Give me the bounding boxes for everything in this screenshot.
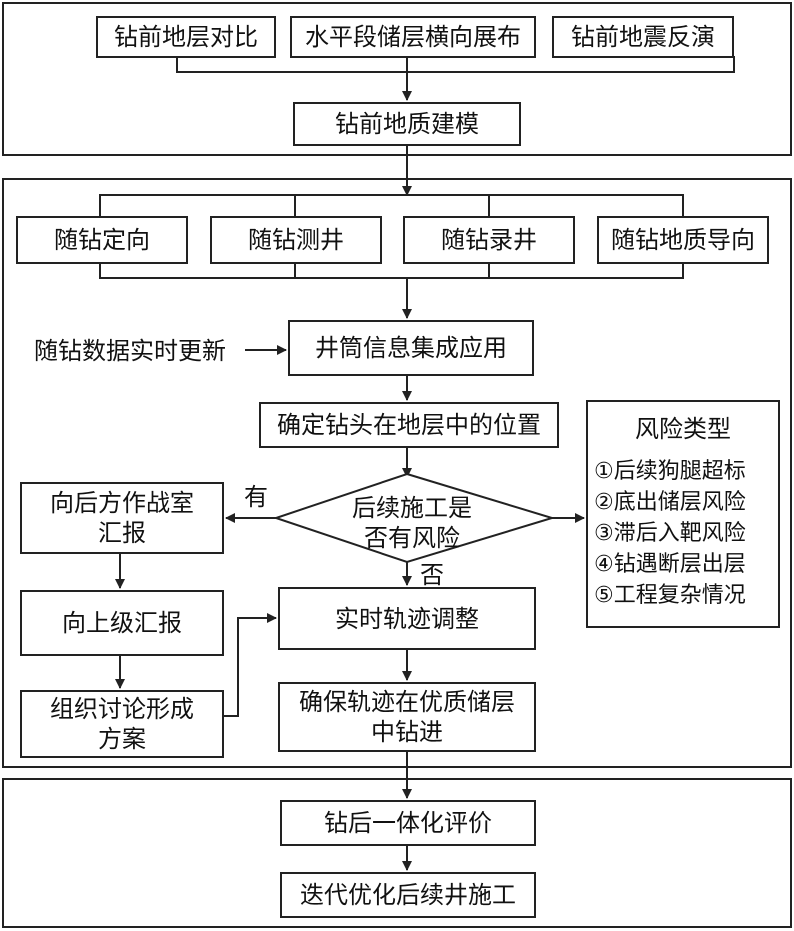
node-post-drill-integrated-evaluation: 钻后一体化评价 (280, 800, 536, 846)
node-report-to-superior: 向上级汇报 (20, 590, 224, 656)
stage-while-drilling-frame (2, 178, 792, 768)
risk-item: ④钻遇断层出层 (594, 552, 746, 577)
risk-types-panel: 风险类型 ①后续狗腿超标 ②底出储层风险 ③滞后入靶风险 ④钻遇断层出层 ⑤工程… (586, 400, 780, 628)
label-realtime-data-update: 随钻数据实时更新 (34, 337, 226, 365)
label-yes: 有 (244, 483, 268, 511)
node-realtime-trajectory-adjustment: 实时轨迹调整 (278, 587, 536, 650)
node-organize-discussion-plan: 组织讨论形成 方案 (20, 690, 224, 758)
node-pre-drill-strata-comparison: 钻前地层对比 (96, 16, 276, 58)
node-while-drilling-logging: 随钻测井 (210, 216, 382, 264)
risk-item: ①后续狗腿超标 (594, 459, 746, 484)
label-no: 否 (420, 561, 444, 589)
stage-pre-drilling-frame (2, 2, 792, 156)
node-while-drilling-orientation: 随钻定向 (16, 216, 188, 264)
node-pre-drill-seismic-inversion: 钻前地震反演 (552, 16, 734, 58)
stage-post-drilling-frame (2, 778, 792, 928)
node-while-drilling-geosteering: 随钻地质导向 (597, 216, 769, 264)
node-locate-bit-in-strata: 确定钻头在地层中的位置 (259, 402, 559, 448)
node-report-to-rear-war-room: 向后方作战室 汇报 (20, 482, 224, 554)
risk-item: ②底出储层风险 (594, 490, 746, 515)
node-iterate-optimize-subsequent-wells: 迭代优化后续井施工 (280, 872, 536, 918)
risk-types-title: 风险类型 (635, 415, 731, 443)
node-pre-drill-geological-modeling: 钻前地质建模 (293, 102, 521, 146)
node-horizontal-reservoir-distribution: 水平段储层横向展布 (290, 16, 536, 58)
risk-item: ③滞后入靶风险 (594, 521, 746, 546)
decision-subsequent-risk: 后续施工是 否有风险 (352, 494, 472, 552)
risk-item: ⑤工程复杂情况 (594, 583, 746, 608)
node-wellbore-info-integration: 井筒信息集成应用 (288, 320, 534, 376)
node-while-drilling-mud-logging: 随钻录井 (403, 216, 575, 264)
node-ensure-trajectory-in-reservoir: 确保轨迹在优质储层 中钻进 (278, 682, 536, 752)
